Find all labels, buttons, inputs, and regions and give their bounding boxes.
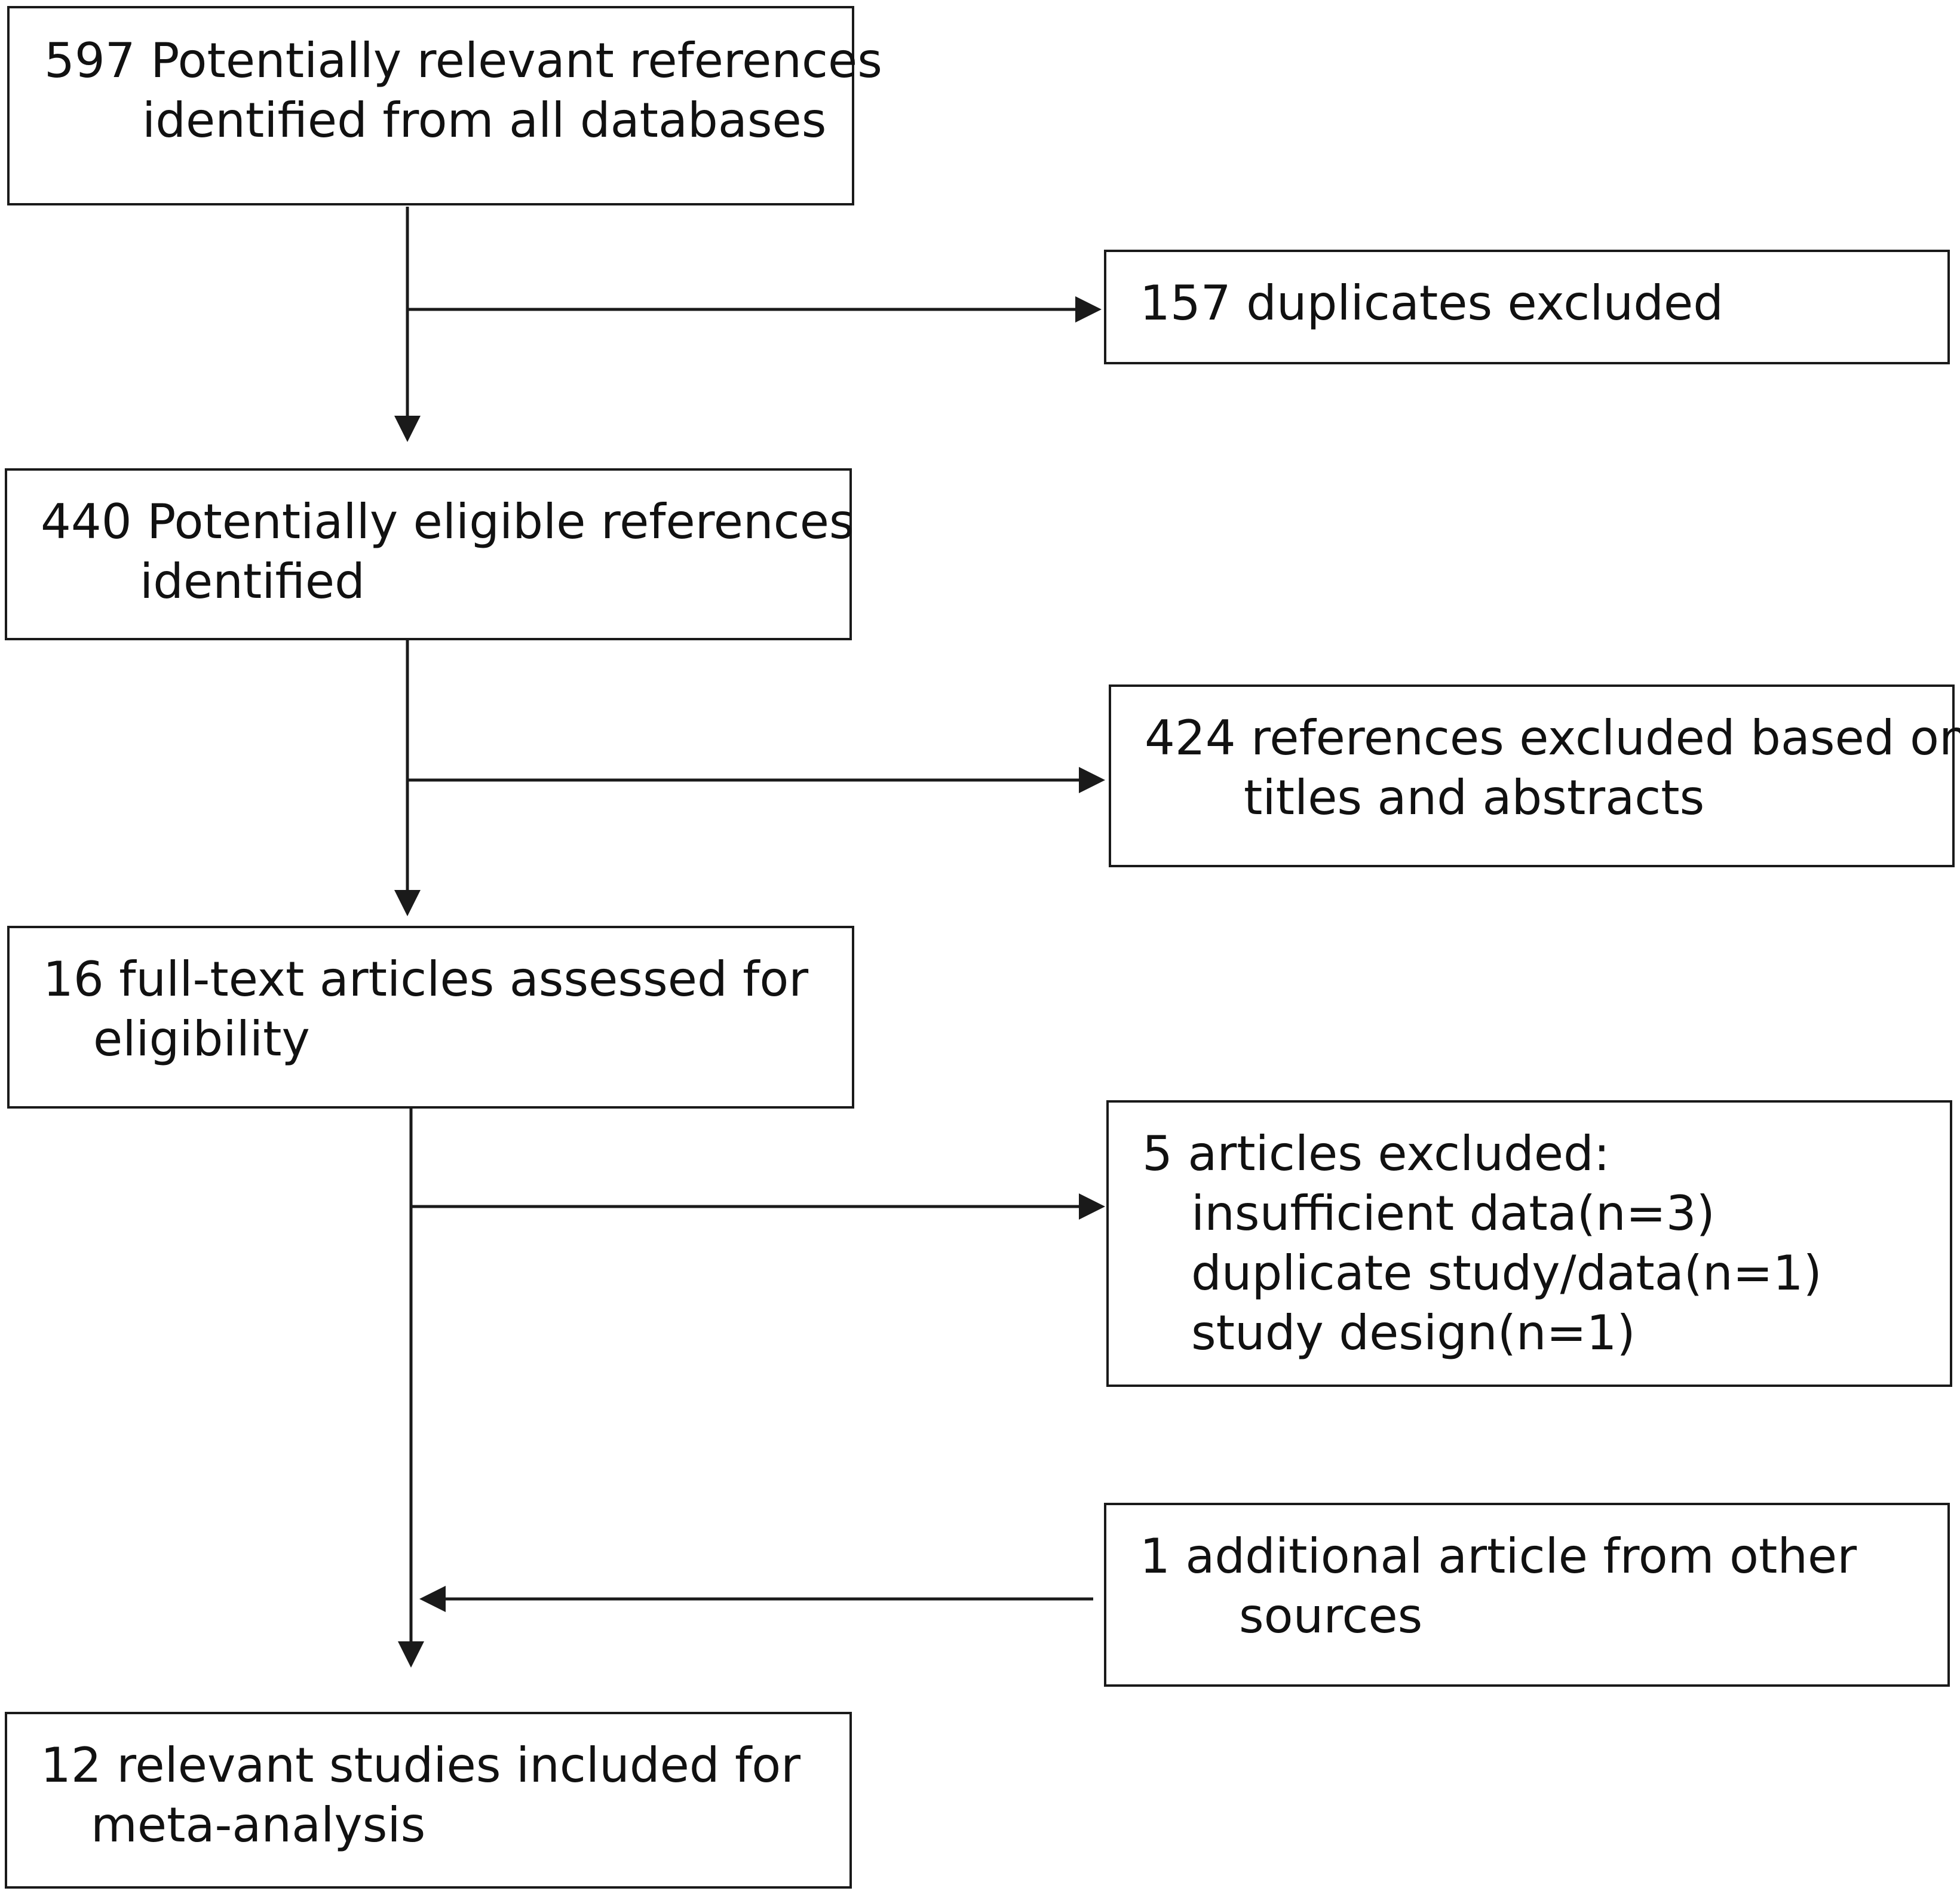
arrowhead-right-1 xyxy=(1075,296,1102,323)
articles-excluded-reason-3: study design(n=1) xyxy=(1191,1305,1636,1361)
duplicates-excluded-box: 157 duplicates excluded xyxy=(1104,250,1950,364)
arrowhead-right-2 xyxy=(1079,767,1105,793)
arrowhead-down-1 xyxy=(394,416,421,442)
arrowhead-down-3 xyxy=(398,1641,424,1668)
arrowhead-left-1 xyxy=(419,1586,446,1612)
excluded-titles-box: 424 references excluded based on titles … xyxy=(1109,684,1960,867)
excluded-titles-line-1: 424 references excluded based on xyxy=(1145,710,1960,766)
full-text-line-1: 16 full-text articles assessed for xyxy=(43,951,809,1007)
articles-excluded-line-1: 5 articles excluded: xyxy=(1142,1126,1610,1181)
eligible-line-2: identified xyxy=(140,554,365,609)
full-text-box: 16 full-text articles assessed for eligi… xyxy=(7,926,854,1109)
included-line-2: meta-analysis xyxy=(91,1797,426,1853)
excluded-titles-line-2: titles and abstracts xyxy=(1244,770,1705,825)
full-text-line-2: eligibility xyxy=(93,1011,310,1067)
identified-line-1: 597 Potentially relevant references xyxy=(44,33,882,88)
eligible-box: 440 Potentially eligible references iden… xyxy=(5,468,854,640)
articles-excluded-reason-2: duplicate study/data(n=1) xyxy=(1191,1245,1822,1301)
arrowhead-right-3 xyxy=(1079,1193,1105,1220)
articles-excluded-reason-1: insufficient data(n=3) xyxy=(1191,1186,1715,1241)
identified-box: 597 Potentially relevant references iden… xyxy=(7,6,882,205)
additional-line-2: sources xyxy=(1239,1588,1423,1644)
identified-line-2: identified from all databases xyxy=(142,93,827,148)
eligible-line-1: 440 Potentially eligible references xyxy=(41,494,854,550)
included-line-1: 12 relevant studies included for xyxy=(41,1738,801,1793)
duplicates-line-1: 157 duplicates excluded xyxy=(1140,275,1723,331)
included-studies-box: 12 relevant studies included for meta-an… xyxy=(5,1712,852,1889)
additional-article-box: 1 additional article from other sources xyxy=(1104,1503,1950,1687)
additional-line-1: 1 additional article from other xyxy=(1140,1528,1857,1584)
arrowhead-down-2 xyxy=(394,890,421,916)
articles-excluded-box: 5 articles excluded: insufficient data(n… xyxy=(1106,1100,1952,1387)
